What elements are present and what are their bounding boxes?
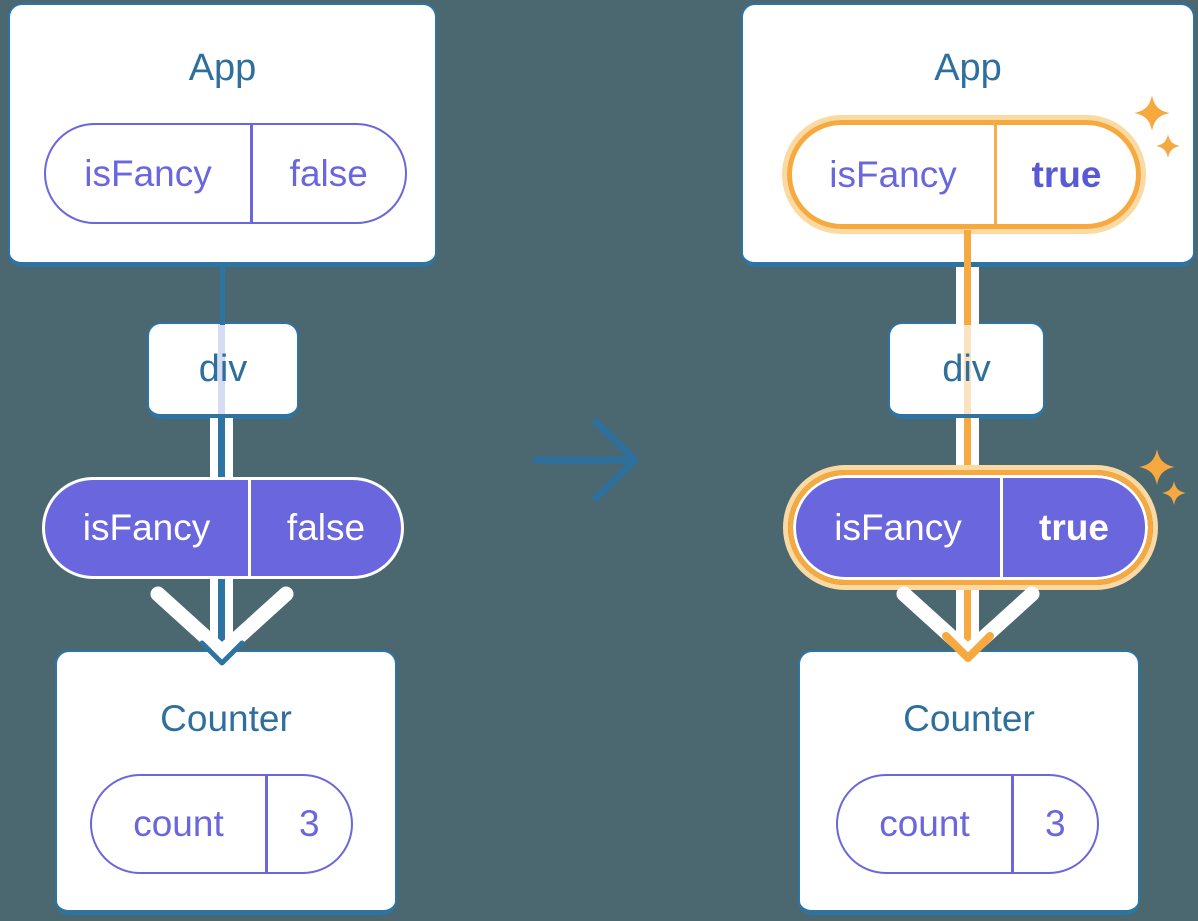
div-component-box-after: div [888,322,1045,419]
counter-component-box-before: Counter count 3 [55,650,397,915]
counter-title: Counter [903,698,1035,739]
tree-edge-app-div-before [220,265,225,325]
state-value: 3 [298,803,320,844]
flow-white-left [956,267,964,325]
sparkle-icon [1134,95,1170,131]
prop-key: isFancy [82,507,211,548]
flow-orange-center [964,588,971,649]
div-component-box-before: div [147,322,299,419]
transition-arrow-icon [532,418,639,502]
prop-chevron-icon [896,586,1040,660]
prop-chevron-icon [150,586,294,660]
state-key: isFancy [84,152,212,194]
flow-white-right [971,418,979,468]
prop-flow-line-before [210,418,233,479]
prop-pill-before: isFancy false [42,477,404,579]
state-flow-line-after-3 [956,588,979,649]
prop-flow-line-before-2 [210,578,233,649]
down-arrow-teal-icon [199,640,245,666]
state-value: true [1031,153,1102,195]
app-title: App [188,47,257,89]
counter-state-pill-before: count 3 [90,774,353,874]
app-title: App [934,47,1002,89]
flow-white-left [956,418,964,468]
state-key: isFancy [829,153,957,195]
app-component-box-after: App isFancy true [741,3,1195,267]
flow-edge-center [218,418,225,479]
div-title: div [942,347,991,390]
prop-value: true [1039,506,1109,548]
sparkle-icon [1156,134,1180,158]
flow-white-right [225,578,233,649]
state-value: false [289,152,368,194]
state-flow-line-after-1 [956,267,979,325]
flow-orange-center [964,267,971,325]
flow-white-left [956,588,964,649]
sparkle-icon [1162,481,1186,505]
prop-key: isFancy [834,506,962,548]
pill-divider [994,125,997,224]
prop-pill-highlight-after: isFancy true [783,465,1158,590]
highlight-ring: isFancy true [787,120,1141,229]
flow-white-right [971,588,979,649]
state-key: count [879,803,970,844]
pill-divider [1011,776,1014,872]
flow-edge-center [218,578,225,649]
app-state-pill-after: isFancy true [792,125,1136,224]
flow-white-left [210,418,218,479]
sparkle-icon [1139,449,1175,485]
app-component-box-before: App isFancy false [8,3,437,267]
app-state-pill-before: isFancy false [44,123,407,224]
pill-divider [1000,478,1003,577]
pill-divider [248,480,251,576]
prop-pass-through-line-after [964,324,971,414]
state-flow-line-after-2 [956,418,979,468]
state-key: count [133,803,224,844]
counter-component-box-after: Counter count 3 [798,650,1140,915]
prop-value: false [286,507,366,548]
down-arrow-orange-icon [942,632,994,662]
counter-state-pill-after: count 3 [836,774,1099,874]
flow-white-right [225,418,233,479]
flow-orange-center [964,418,971,468]
pill-divider [250,125,253,222]
state-value: 3 [1044,803,1066,844]
div-title: div [198,347,248,390]
flow-white-left [210,578,218,649]
flow-white-right [971,267,979,325]
app-state-pill-highlight-after: isFancy true [782,115,1146,234]
prop-pill-after: isFancy true [793,475,1148,580]
state-flow-line-in-app [964,230,971,268]
pill-divider [265,776,268,872]
prop-pass-through-line-before [218,324,225,414]
highlight-ring: isFancy true [788,470,1153,585]
counter-title: Counter [160,698,292,739]
